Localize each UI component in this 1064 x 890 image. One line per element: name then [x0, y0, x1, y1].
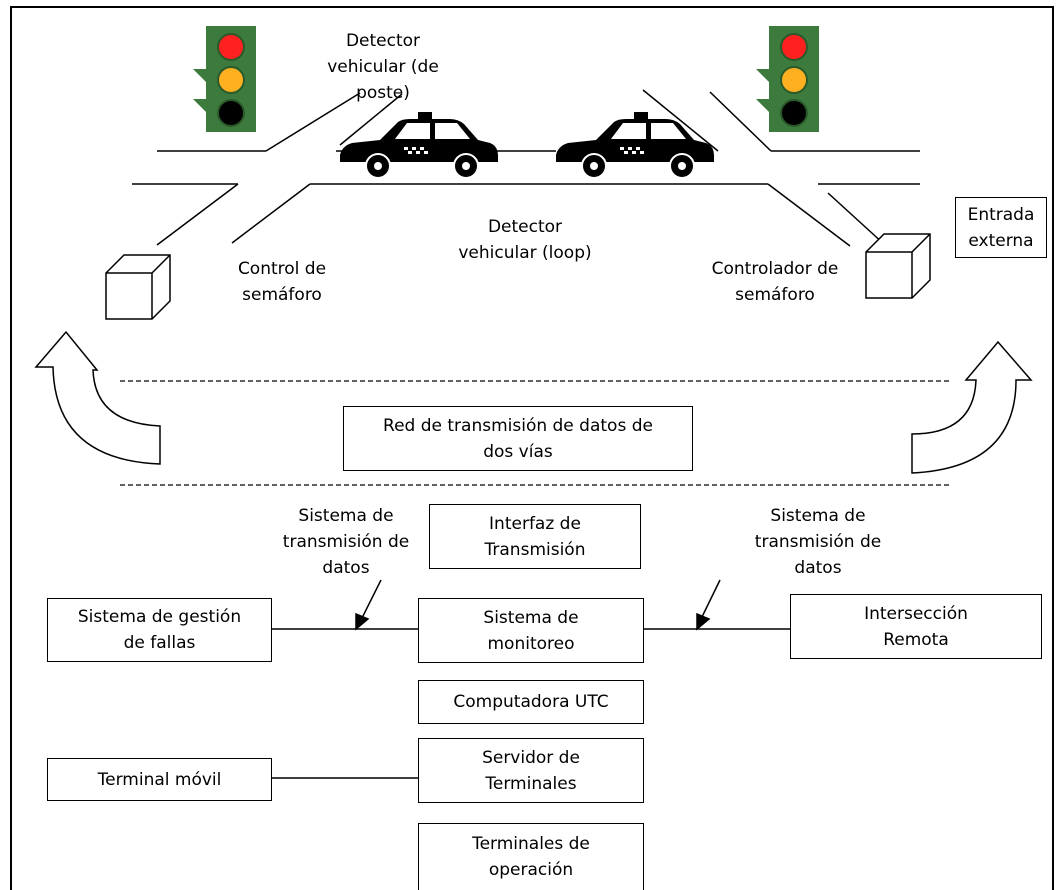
transmission-system-label-left: Sistema de transmisión de datos [282, 506, 410, 578]
operation-terminals-box: Terminales de operación [418, 823, 644, 890]
controller-cube-icon [105, 254, 171, 320]
transmission-interface-box: Interfaz de Transmisión [429, 504, 641, 569]
diagram-frame [10, 6, 1054, 890]
mobile-terminal-box: Terminal móvil [47, 758, 272, 801]
controller-cube-icon [865, 233, 931, 299]
signal-control-label: Control de semáforo [237, 259, 327, 305]
network-boundary-lines [120, 380, 952, 486]
monitoring-system-box: Sistema de monitoreo [418, 598, 644, 663]
remote-intersection-box: Intersección Remota [790, 594, 1042, 659]
connection-lines [272, 628, 790, 779]
curved-arrow-icon [34, 330, 161, 465]
curved-arrow-icon [911, 340, 1033, 474]
traffic-light-icon [192, 25, 257, 133]
utc-computer-box: Computadora UTC [418, 680, 644, 724]
taxi-icon [555, 111, 715, 179]
traffic-light-icon [755, 25, 820, 133]
loop-detector-label: Detector vehicular (loop) [458, 217, 592, 263]
fault-management-box: Sistema de gestión de fallas [47, 598, 272, 662]
pole-detector-label: Detector vehicular (de poste) [327, 31, 439, 103]
terminal-server-box: Servidor de Terminales [418, 738, 644, 803]
pointer-arrows [355, 579, 721, 631]
network-box: Red de transmisión de datos de dos vías [343, 406, 693, 471]
taxi-icon [339, 111, 499, 179]
signal-controller-label: Controlador de semáforo [711, 259, 839, 305]
transmission-system-label-right: Sistema de transmisión de datos [754, 506, 882, 578]
external-input-box: Entrada externa [955, 197, 1047, 258]
